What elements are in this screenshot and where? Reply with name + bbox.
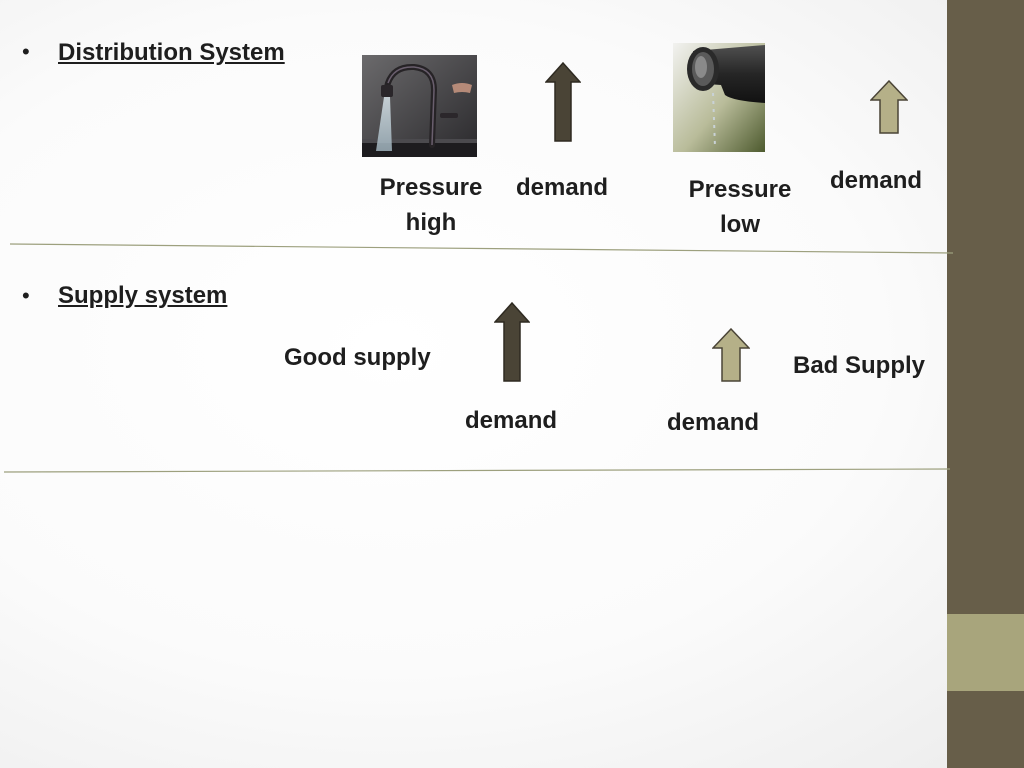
- label-pressure-high-line1: Pressure: [379, 174, 483, 201]
- label-bad-supply: Bad Supply: [793, 352, 926, 379]
- label-demand-distribution-left: demand: [516, 174, 609, 201]
- label-demand-supply-left: demand: [465, 407, 558, 434]
- faucet-high-pressure-photo: [362, 55, 477, 157]
- heading-distribution-system: Distribution System: [58, 39, 285, 66]
- divider-bottom: [3, 468, 951, 473]
- label-pressure-low-line2: low: [720, 210, 760, 238]
- label-demand-supply-right: demand: [667, 409, 760, 436]
- sidebar-accent-block: [947, 614, 1024, 691]
- arrow-up-icon: [494, 302, 530, 382]
- label-good-supply: Good supply: [284, 344, 431, 371]
- arrow-up-icon: [712, 328, 750, 382]
- label-pressure-low: Pressure low: [676, 173, 804, 243]
- faucet-low-pressure-photo: [673, 43, 765, 152]
- arrow-up-icon: [870, 80, 908, 134]
- label-pressure-high: Pressure high: [368, 171, 494, 241]
- heading-supply-system: Supply system: [58, 282, 228, 309]
- divider-top: [9, 243, 954, 254]
- bullet-distribution: •: [22, 39, 30, 64]
- label-pressure-low-line1: Pressure: [688, 176, 792, 203]
- label-pressure-high-line2: high: [405, 208, 457, 236]
- arrow-up-icon: [545, 62, 581, 142]
- label-demand-distribution-right: demand: [830, 167, 923, 194]
- bullet-supply: •: [22, 283, 30, 308]
